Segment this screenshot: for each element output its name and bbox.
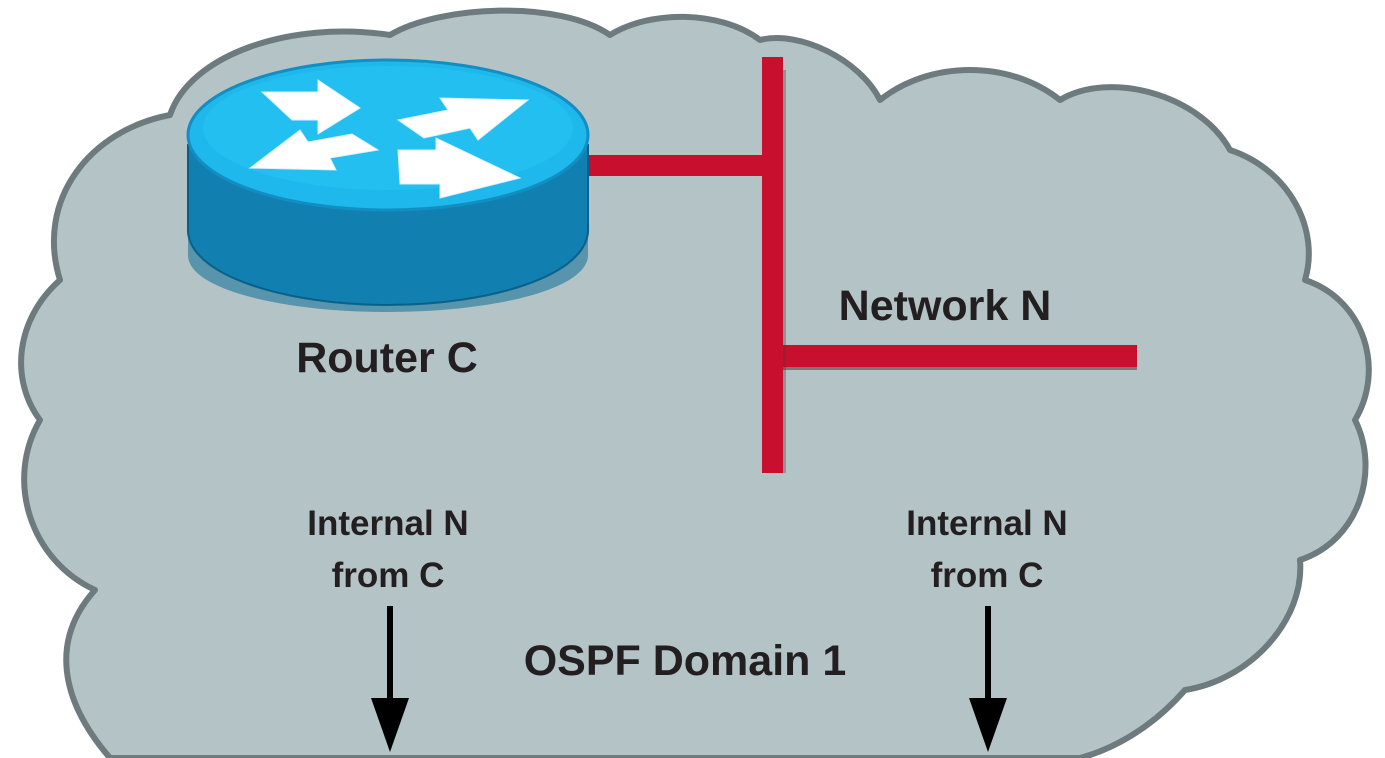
network-n bbox=[585, 57, 1137, 473]
annotation-left-line2: from C bbox=[332, 556, 445, 595]
router-label: Router C bbox=[296, 334, 478, 382]
annotation-left-line1: Internal N bbox=[307, 504, 468, 543]
annotation-left: Internal N from C bbox=[307, 504, 469, 752]
network-horizontal-segment bbox=[775, 345, 1137, 367]
annotation-right-line1: Internal N bbox=[906, 504, 1067, 543]
arrow-down-icon bbox=[371, 606, 409, 752]
domain-label: OSPF Domain 1 bbox=[524, 637, 847, 685]
annotation-right-line2: from C bbox=[931, 556, 1044, 595]
network-label: Network N bbox=[839, 282, 1052, 330]
network-vertical-bus bbox=[762, 57, 783, 473]
router-link bbox=[585, 155, 775, 176]
annotation-right: Internal N from C bbox=[906, 504, 1068, 752]
router-icon bbox=[186, 58, 590, 312]
arrow-down-icon bbox=[969, 606, 1007, 752]
